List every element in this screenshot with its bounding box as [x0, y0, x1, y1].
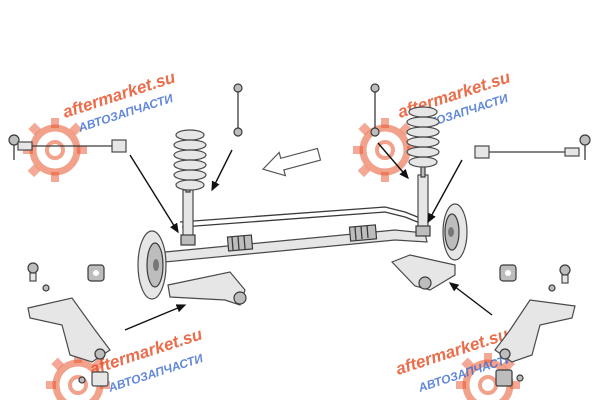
- control-arm-right-assembled: [390, 254, 456, 291]
- arrow-icon: [211, 149, 233, 192]
- axle-boot-left: [226, 234, 254, 252]
- coil-spring-left: [173, 129, 207, 191]
- arrow-icon: [129, 154, 179, 234]
- stabilizer-bar: [179, 206, 421, 223]
- pointer-arrows: [124, 142, 493, 331]
- arrow-icon: [124, 304, 187, 331]
- control-arm-left: [27, 297, 111, 363]
- arrow-icon: [448, 282, 493, 316]
- brake-disc-left: [137, 230, 167, 300]
- control-arm-right: [494, 299, 576, 363]
- axle-boot-right: [348, 224, 378, 242]
- control-arm-left-assembled: [167, 271, 247, 306]
- mount-hardware-right: [495, 369, 524, 387]
- mount-hardware-left: [78, 371, 109, 387]
- stabilizer-link-right: [370, 83, 380, 137]
- direction-arrow-icon: [261, 147, 322, 177]
- tie-rod-right: [474, 134, 591, 160]
- stabilizer-link-left: [233, 83, 243, 137]
- ball-joint-left: [27, 262, 50, 292]
- brake-disc-right: [442, 203, 468, 261]
- watermark-bottom-right: aftermarket.su АВТОЗАПЧАСТИ: [393, 324, 520, 400]
- watermark-top-left: aftermarket.su АВТОЗАПЧАСТИ: [23, 67, 178, 182]
- coil-spring-right: [406, 106, 440, 168]
- arrow-icon: [377, 142, 409, 180]
- ball-joint-right: [548, 264, 571, 292]
- axle-beam: [164, 224, 428, 263]
- tie-rod-left: [8, 134, 127, 160]
- arrow-icon: [427, 159, 463, 224]
- bushing-left: [87, 264, 105, 282]
- bushing-right: [499, 264, 517, 282]
